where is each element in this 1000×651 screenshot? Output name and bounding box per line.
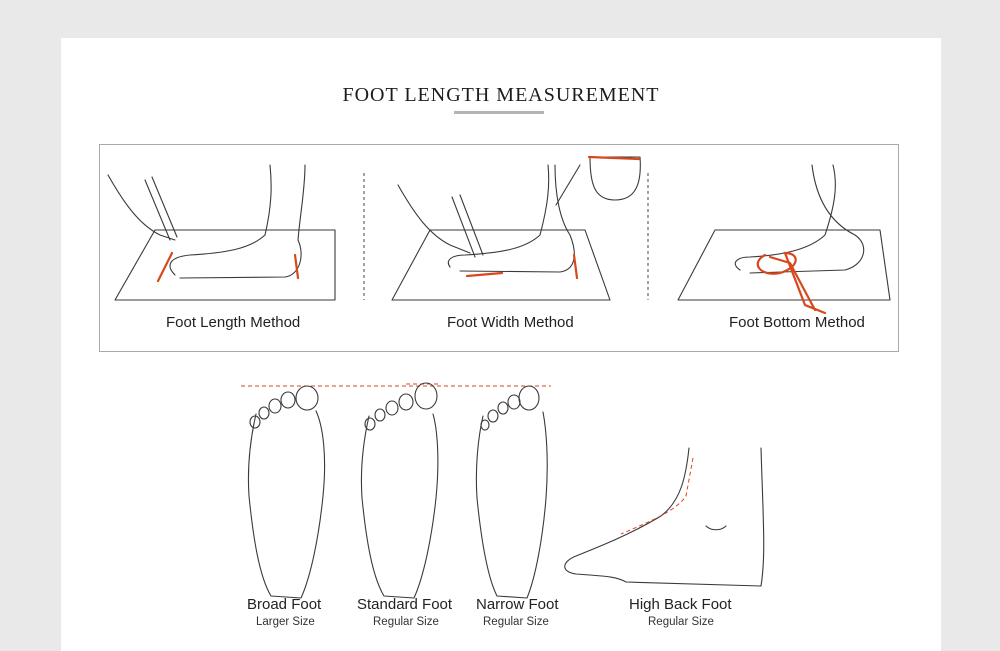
foot-type-size-standard: Regular Size <box>373 616 439 628</box>
foot-type-size-narrow: Regular Size <box>483 616 549 628</box>
method-label-foot-width: Foot Width Method <box>447 314 574 331</box>
high-back-foot-drawing <box>564 447 765 587</box>
foot-bottom-method-drawing <box>677 164 891 315</box>
method-label-foot-length: Foot Length Method <box>166 314 301 331</box>
narrow-foot-drawing <box>475 385 548 599</box>
content-card: FOOT LENGTH MEASUREMENT <box>61 38 941 651</box>
foot-type-label-standard: Standard Foot <box>357 596 453 613</box>
foot-type-label-narrow: Narrow Foot <box>476 596 559 613</box>
method-label-foot-bottom: Foot Bottom Method <box>729 314 865 331</box>
methods-illustration <box>107 155 891 315</box>
broad-foot-drawing <box>247 385 326 599</box>
foot-type-label-broad: Broad Foot <box>247 596 322 613</box>
foot-width-method-drawing <box>391 155 641 301</box>
foot-types-illustration <box>241 382 765 599</box>
foot-type-label-high-back: High Back Foot <box>629 596 732 613</box>
standard-foot-drawing <box>360 382 439 599</box>
title-divider <box>454 111 544 114</box>
page-title: FOOT LENGTH MEASUREMENT <box>342 84 660 106</box>
foot-length-method-drawing <box>107 164 336 301</box>
foot-type-size-high-back: Regular Size <box>648 616 714 628</box>
measure-arrow <box>555 164 581 206</box>
foot-type-size-broad: Larger Size <box>256 616 315 628</box>
methods-panel: Foot Length Method Foot Width Method Foo… <box>99 144 899 352</box>
